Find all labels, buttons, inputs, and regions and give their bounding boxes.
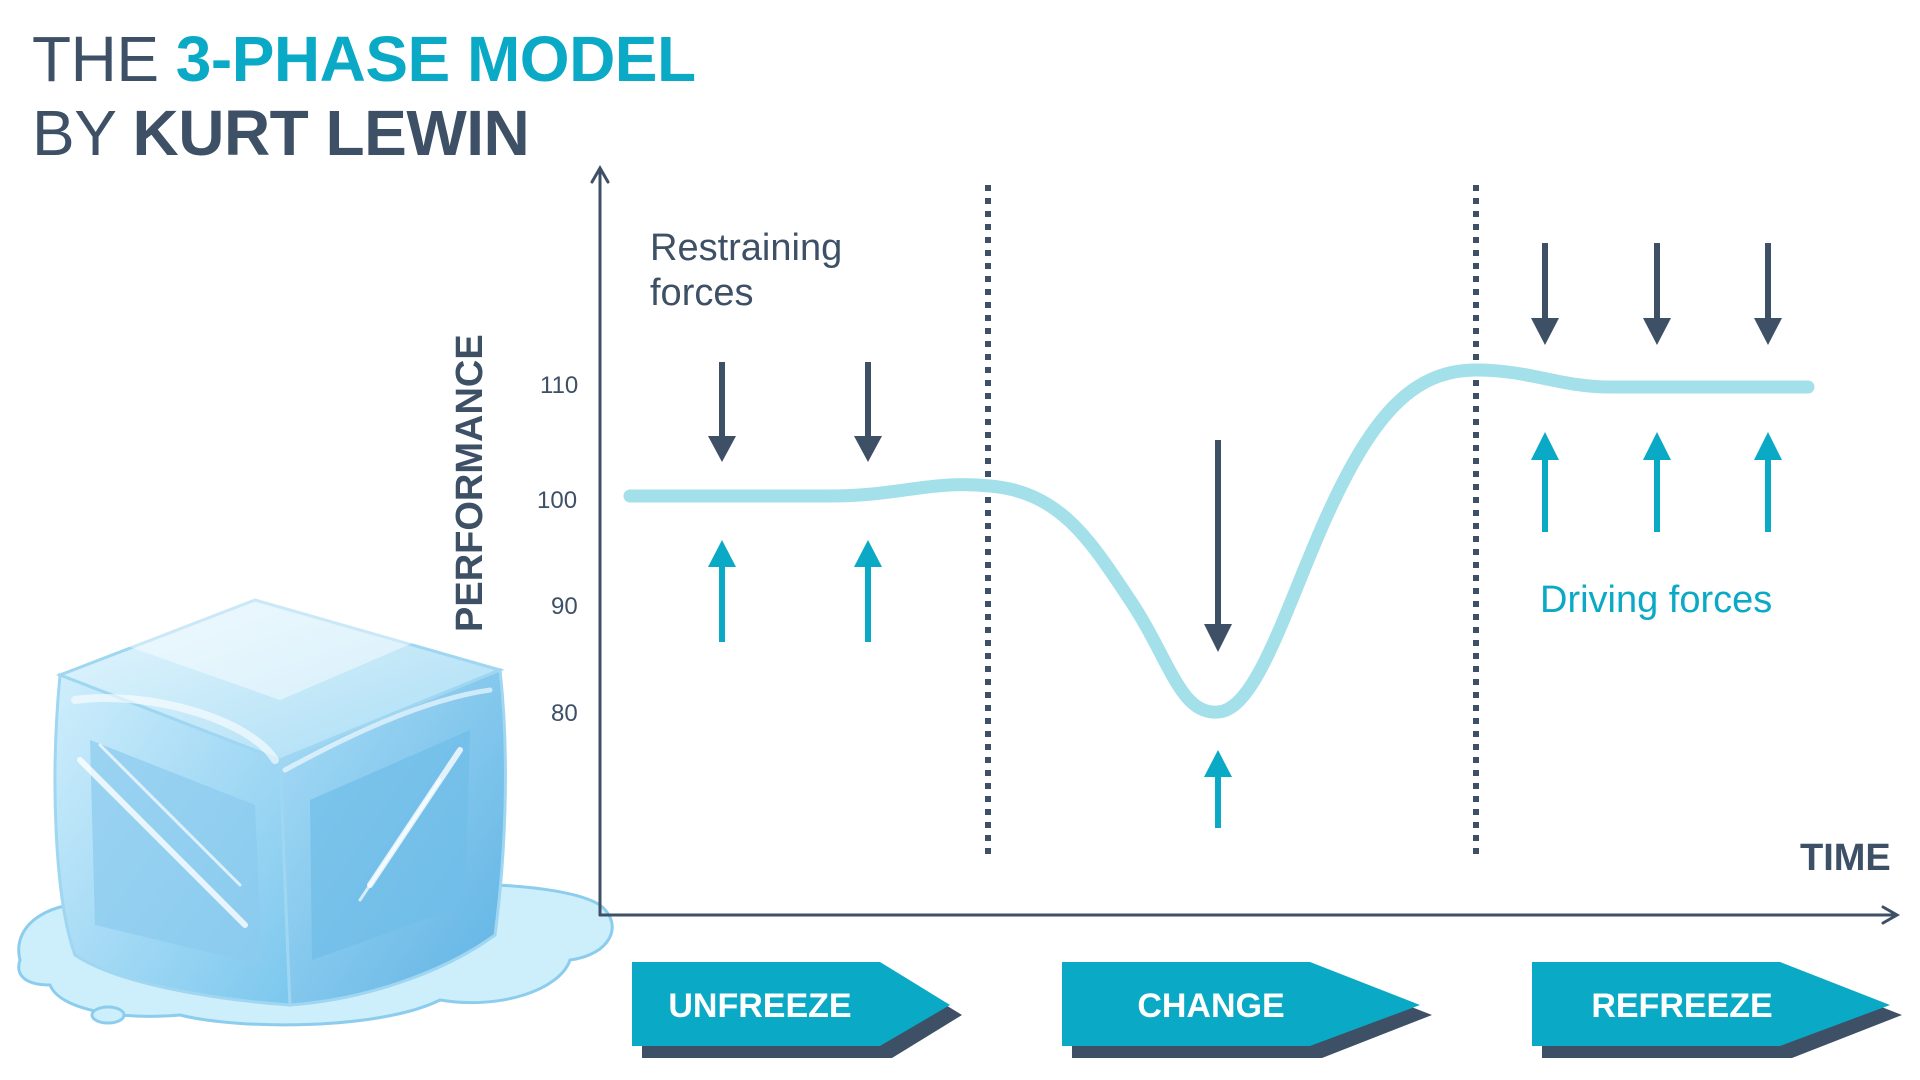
phase-label-unfreeze: UNFREEZE <box>668 987 851 1025</box>
up-arrow-icon <box>1531 432 1559 532</box>
y-axis-arrowhead <box>590 164 610 184</box>
down-arrow-icon <box>1531 243 1559 345</box>
down-arrow-icon <box>1204 440 1232 652</box>
axes <box>590 164 1901 925</box>
driving-arrows <box>708 432 1782 828</box>
up-arrow-icon <box>1754 432 1782 532</box>
y-tick-100: 100 <box>537 487 577 514</box>
x-axis-label: TIME <box>1800 837 1891 879</box>
performance-curve <box>623 363 1815 719</box>
up-arrow-icon <box>1643 432 1671 532</box>
down-arrow-icon <box>1754 243 1782 345</box>
phase-label-change: CHANGE <box>1137 987 1284 1025</box>
down-arrow-icon <box>708 362 736 462</box>
ice-cube-icon <box>17 590 614 1027</box>
y-tick-90: 90 <box>551 593 578 620</box>
restraining-arrows <box>708 243 1782 652</box>
driving-forces-label: Driving forces <box>1540 579 1772 621</box>
x-axis-arrowhead <box>1881 905 1901 925</box>
up-arrow-icon <box>1204 750 1232 828</box>
page-title: THE 3-PHASE MODEL BY KURT LEWIN <box>32 22 696 170</box>
title-line-2: BY KURT LEWIN <box>32 97 530 169</box>
phase-banner-change: CHANGE <box>1062 962 1432 1058</box>
y-axis-label: PERFORMANCE <box>449 334 491 632</box>
phase-banner-unfreeze: UNFREEZE <box>632 962 962 1058</box>
up-arrow-icon <box>854 540 882 642</box>
title-author: KURT LEWIN <box>132 97 530 169</box>
phase-label-refreeze: REFREEZE <box>1591 987 1772 1025</box>
phase-banner-refreeze: REFREEZE <box>1532 962 1902 1058</box>
y-tick-110: 110 <box>540 372 578 399</box>
down-arrow-icon <box>854 362 882 462</box>
y-tick-80: 80 <box>551 700 578 727</box>
title-accent: 3-PHASE MODEL <box>175 23 696 95</box>
title-line-1: THE 3-PHASE MODEL <box>32 23 696 95</box>
restraining-forces-label: Restraining forces <box>650 227 853 314</box>
up-arrow-icon <box>708 540 736 642</box>
down-arrow-icon <box>1643 243 1671 345</box>
